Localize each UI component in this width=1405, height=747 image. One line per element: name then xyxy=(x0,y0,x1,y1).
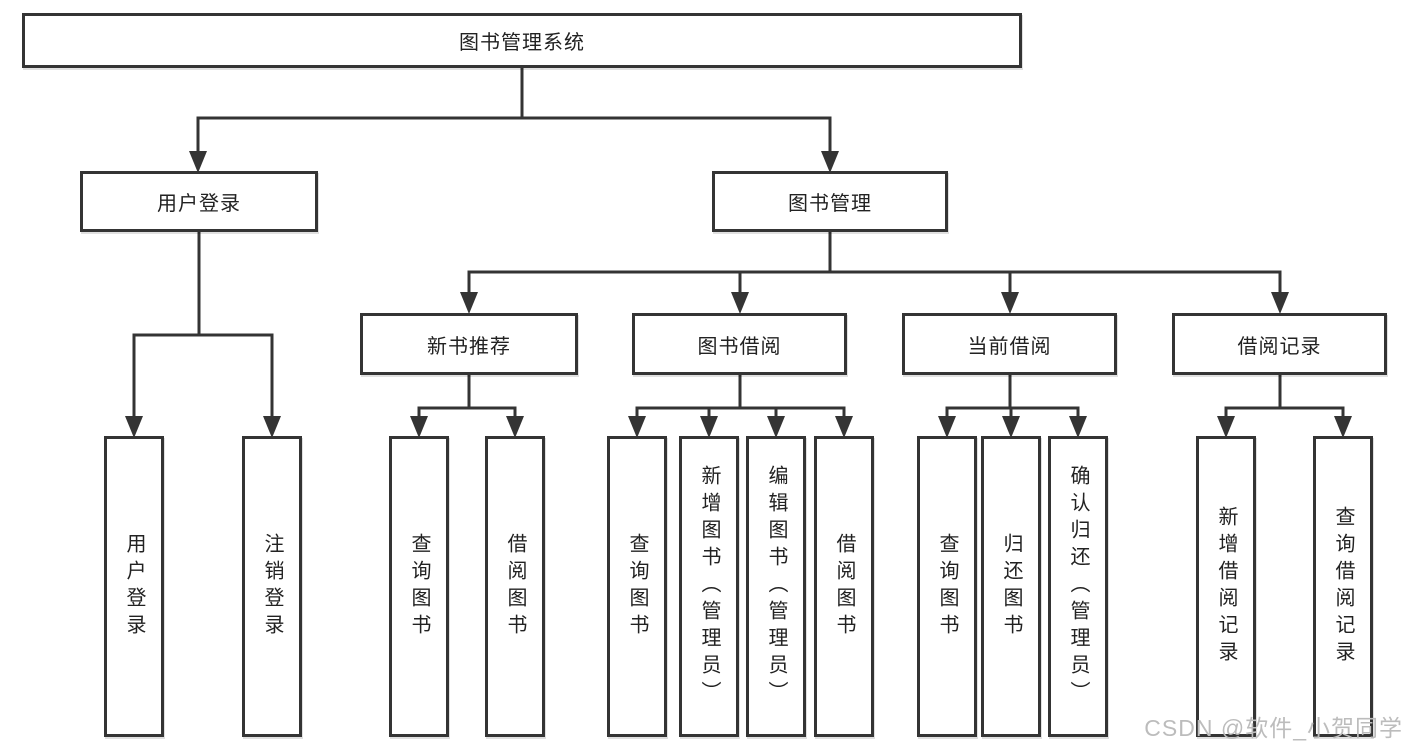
node-root: 图书管理系统 xyxy=(22,13,1022,68)
leaf-query-books-recommend: 查询图书 xyxy=(389,436,449,737)
leaf-confirm-return-admin: 确认归还（管理员） xyxy=(1048,436,1108,737)
leaf-logout: 注销登录 xyxy=(242,436,302,737)
leaf-query-borrow-record: 查询借阅记录 xyxy=(1313,436,1373,737)
leaf-add-borrow-record: 新增借阅记录 xyxy=(1196,436,1256,737)
node-borrow-records: 借阅记录 xyxy=(1172,313,1387,375)
leaf-query-books-borrow: 查询图书 xyxy=(607,436,667,737)
node-current-borrow: 当前借阅 xyxy=(902,313,1117,375)
leaf-borrow-books-borrow: 借阅图书 xyxy=(814,436,874,737)
leaf-add-book-admin: 新增图书（管理员） xyxy=(679,436,739,737)
node-user-login: 用户登录 xyxy=(80,171,318,232)
node-new-book-recommend: 新书推荐 xyxy=(360,313,578,375)
node-book-borrow: 图书借阅 xyxy=(632,313,847,375)
leaf-edit-book-admin: 编辑图书（管理员） xyxy=(746,436,806,737)
leaf-return-book: 归还图书 xyxy=(981,436,1041,737)
leaf-borrow-books-recommend: 借阅图书 xyxy=(485,436,545,737)
leaf-user-login: 用户登录 xyxy=(104,436,164,737)
arrowheads xyxy=(125,151,1352,438)
node-book-management: 图书管理 xyxy=(712,171,948,232)
leaf-query-books-current: 查询图书 xyxy=(917,436,977,737)
csdn-watermark: CSDN @软件_小贺同学 xyxy=(1144,715,1403,741)
